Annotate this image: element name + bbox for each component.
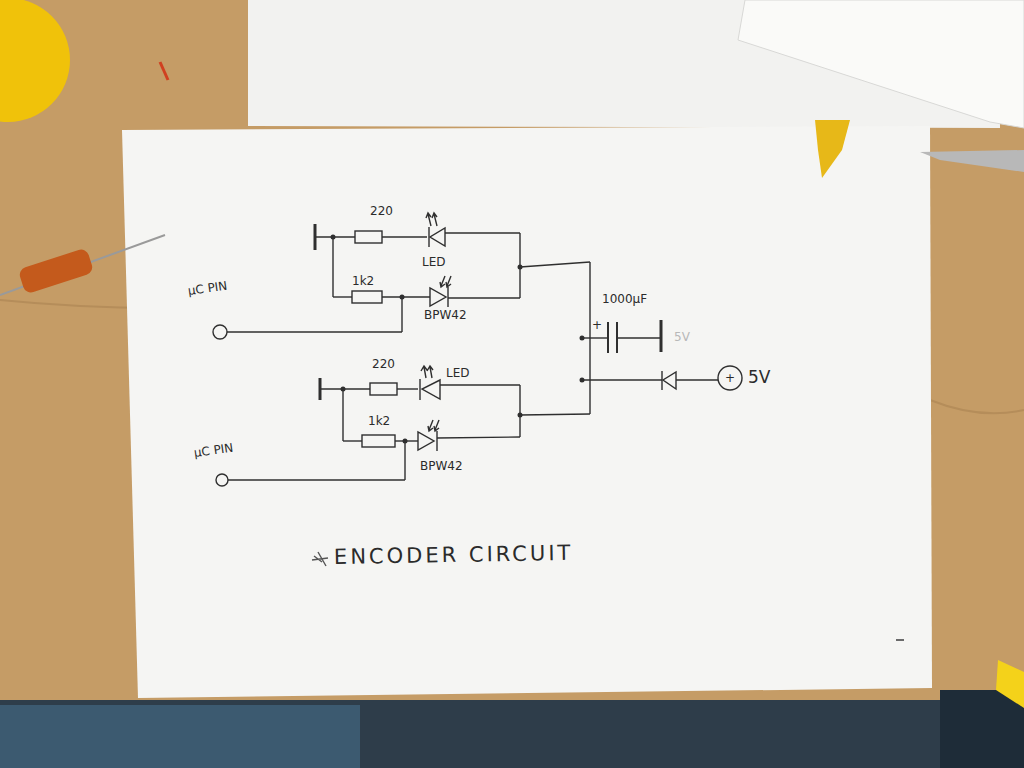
supply-voltage: 5V: [748, 368, 770, 387]
resistor-value: 220: [370, 204, 393, 218]
resistor-value: 1k2: [352, 274, 374, 288]
component-name: BPW42: [420, 459, 463, 473]
resistor-value: 220: [372, 357, 395, 371]
component-name: LED: [422, 255, 446, 269]
resistor-value: 1k2: [368, 414, 390, 428]
voltage-note: 5V: [674, 330, 690, 344]
component-name: BPW42: [424, 308, 467, 322]
caption: ENCODER CIRCUIT: [334, 541, 574, 569]
polarity-mark: +: [725, 371, 735, 385]
polarity-mark: +: [592, 318, 602, 332]
capacitor-value: 1000µF: [602, 292, 647, 306]
component-name: LED: [446, 366, 470, 380]
